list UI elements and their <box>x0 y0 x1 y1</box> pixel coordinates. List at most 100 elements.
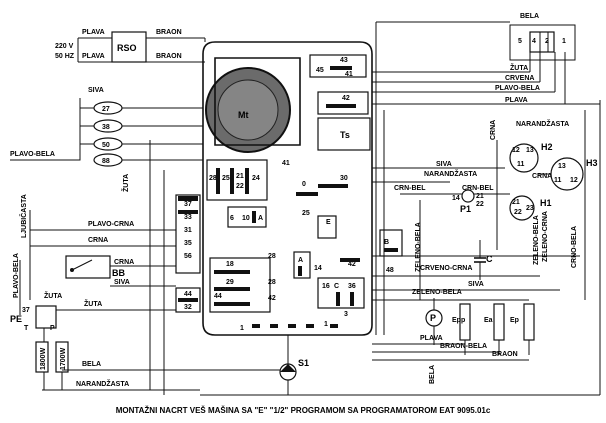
svg-text:T: T <box>24 325 29 332</box>
wire-label-crn-bel-2: CRN-BEL <box>462 185 494 192</box>
svg-text:30: 30 <box>340 175 348 182</box>
relay-bb: CRNA SIVA BB <box>65 255 176 287</box>
rso-box <box>111 31 147 63</box>
svg-text:32: 32 <box>184 304 192 311</box>
ts-label: Ts <box>340 130 350 140</box>
svg-text:41: 41 <box>345 71 353 78</box>
wire-label-bela-bottom: BELA <box>82 361 101 368</box>
svg-text:11: 11 <box>517 161 525 168</box>
wire-label-zeleno-crna-vert: ZELENO-CRNA <box>542 211 549 262</box>
wire-label-plavo-bela-vert: PLAVO-BELA <box>13 253 20 298</box>
wire-label-zuta-vert: ŽUTA <box>121 174 130 192</box>
wire-label-braon-low: BRAON <box>492 351 518 358</box>
capacitor: C <box>474 240 493 280</box>
heater-epp-label: Epp <box>452 317 465 324</box>
wire-label-plavo-bela-top: PLAVO-BELA <box>495 85 540 92</box>
svg-text:21: 21 <box>476 193 484 200</box>
svg-text:1: 1 <box>240 325 244 332</box>
wire-label-zeleno-bela-vert: ZELENO-BELA <box>415 222 422 272</box>
wire-label-zuta-pe2: ŽUTA <box>84 299 102 308</box>
wire-label-crveno-crna: CRVENO-CRNA <box>420 265 472 272</box>
programmer-unit: Mt 43 45 41 42 Ts 41 30 28 25 21 22 24 0… <box>202 41 403 336</box>
motor-label: Mt <box>238 110 249 120</box>
wire-label-zeleno-bela-vert2: ZELENO-BELA <box>533 215 540 265</box>
wire-label-zuta-top: ŽUTA <box>510 63 528 72</box>
wire-label-plava-low: PLAVA <box>420 335 443 342</box>
right-wire-labels: CRNA NARANDŽASTA SIVA NARANDŽASTA CRN-BE… <box>394 119 578 296</box>
svg-text:B: B <box>384 239 389 246</box>
wire-label-crna-left: CRNA <box>88 237 108 244</box>
svg-text:A: A <box>258 215 263 222</box>
heater-ea-label: Ea <box>484 317 493 324</box>
relay-bb-label: BB <box>112 268 125 278</box>
svg-text:1800W: 1800W <box>40 347 47 370</box>
wire-label-crna-bb: CRNA <box>114 259 134 266</box>
wire-label-bela-top: BELA <box>520 13 539 20</box>
svg-text:A: A <box>298 257 303 264</box>
svg-text:42: 42 <box>268 295 276 302</box>
svg-text:25: 25 <box>302 210 310 217</box>
svg-text:11: 11 <box>554 177 562 184</box>
wire-label-siva-low: SIVA <box>468 281 484 288</box>
wire-label-crna-mid: CRNA <box>532 173 552 180</box>
svg-text:21: 21 <box>512 199 520 206</box>
wire-label-plavo-bela-left: PLAVO-BELA <box>10 151 55 158</box>
svg-text:37: 37 <box>184 201 192 208</box>
wire-label-siva-left: SIVA <box>88 87 104 94</box>
svg-text:41: 41 <box>282 160 290 167</box>
capacitor-label: C <box>486 254 493 264</box>
svg-text:1: 1 <box>324 321 328 328</box>
svg-text:13: 13 <box>526 147 534 154</box>
svg-text:38: 38 <box>102 124 110 131</box>
svg-text:27: 27 <box>102 106 110 113</box>
svg-text:E: E <box>326 219 331 226</box>
wire-label-braon-1: BRAON <box>156 29 182 36</box>
svg-text:P: P <box>50 325 55 332</box>
wire-label-plavo-crna: PLAVO-CRNA <box>88 221 134 228</box>
wire-label-narandzasta-top: NARANDŽASTA <box>516 119 569 128</box>
left-contacts: SIVA 27 38 50 88 PLAVO-BELA ŽUTA <box>10 87 203 192</box>
svg-text:16: 16 <box>322 283 330 290</box>
svg-text:29: 29 <box>226 279 234 286</box>
svg-text:14: 14 <box>314 265 322 272</box>
h3-label: H3 <box>586 158 598 168</box>
svg-text:37: 37 <box>22 307 30 314</box>
wire-label-narandzasta-bottom: NARANDŽASTA <box>76 379 129 388</box>
wire-label-plava-2: PLAVA <box>82 53 105 60</box>
h1-indicator: 21 22 23 H1 <box>509 195 552 221</box>
svg-text:6: 6 <box>230 215 234 222</box>
svg-text:28: 28 <box>209 175 217 182</box>
supply-frequency: 50 HZ <box>55 53 75 60</box>
wire-label-siva-bb: SIVA <box>114 279 130 286</box>
connector-top-right: BELA 5 4 2 1 ŽUTA CRVENA PLAVO-BELA PLAV… <box>372 13 576 105</box>
svg-text:18: 18 <box>226 261 234 268</box>
svg-text:33: 33 <box>184 214 192 221</box>
svg-text:50: 50 <box>102 142 110 149</box>
left-terminal-strip: 37 33 31 35 56 44 32 <box>175 194 201 313</box>
pressostat-label: PE <box>10 314 22 324</box>
svg-text:42: 42 <box>342 95 350 102</box>
wire-label-zeleno-bela-low: ZELENO-BELA <box>412 289 462 296</box>
svg-text:35: 35 <box>184 240 192 247</box>
svg-text:43: 43 <box>340 57 348 64</box>
wiring-lines <box>149 21 601 396</box>
wire-label-braon-bela: BRAON-BELA <box>440 343 487 350</box>
wire-label-crn-bel-1: CRN-BEL <box>394 185 426 192</box>
svg-text:22: 22 <box>514 209 522 216</box>
svg-text:1700W: 1700W <box>60 347 67 370</box>
svg-text:25: 25 <box>222 175 230 182</box>
pump-label: P <box>430 313 436 323</box>
svg-text:23: 23 <box>526 205 534 212</box>
svg-text:22: 22 <box>236 183 244 190</box>
wire-label-braon-2: BRAON <box>156 53 182 60</box>
switch-s1: S1 <box>279 335 309 395</box>
h2-label: H2 <box>541 142 553 152</box>
svg-text:1: 1 <box>562 38 566 45</box>
svg-text:28: 28 <box>268 279 276 286</box>
switch-s1-label: S1 <box>298 358 309 368</box>
svg-text:44: 44 <box>214 293 222 300</box>
svg-text:42: 42 <box>348 261 356 268</box>
svg-text:12: 12 <box>570 177 578 184</box>
wire-label-bela-vert-low: BELA <box>429 365 436 384</box>
